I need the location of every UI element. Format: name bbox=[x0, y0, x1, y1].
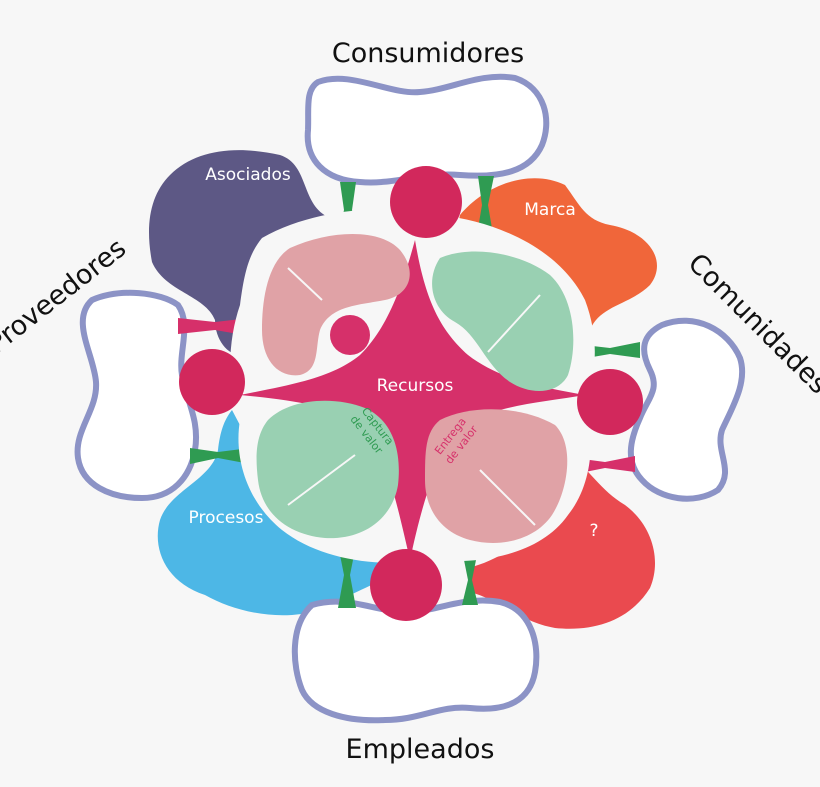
connector-bottom-left bbox=[338, 545, 356, 608]
pink-lobe-bottom-right bbox=[425, 409, 568, 543]
node-bottom[interactable] bbox=[370, 549, 442, 621]
label-recursos: Recursos bbox=[377, 376, 454, 396]
green-lobe-top-right bbox=[432, 251, 574, 392]
label-marca: Marca bbox=[524, 200, 575, 220]
connector-right-bottom bbox=[575, 456, 635, 474]
comunidades-blob bbox=[627, 317, 746, 502]
label-asociados: Asociados bbox=[205, 165, 291, 185]
connector-bottom-right bbox=[462, 550, 478, 605]
lobe-seam-3 bbox=[287, 454, 356, 506]
lobe-seam-2 bbox=[487, 294, 541, 353]
label-question: ? bbox=[589, 521, 598, 541]
recursos-core bbox=[240, 240, 585, 560]
lobe-seam-1 bbox=[287, 267, 323, 301]
label-consumidores: Consumidores bbox=[332, 38, 524, 69]
connector-left-top bbox=[178, 318, 250, 336]
lobe-seam-4 bbox=[479, 469, 536, 526]
question-blob bbox=[468, 455, 656, 629]
proveedores-blob bbox=[74, 289, 200, 502]
green-lobe-bottom-left bbox=[256, 400, 399, 539]
node-top[interactable] bbox=[390, 166, 462, 238]
node-right[interactable] bbox=[577, 369, 643, 435]
label-empleados: Empleados bbox=[346, 734, 495, 765]
node-left[interactable] bbox=[179, 349, 245, 415]
connector-left-bottom bbox=[190, 448, 250, 464]
pink-lobe-top-left bbox=[262, 234, 410, 376]
label-procesos: Procesos bbox=[189, 508, 264, 528]
pink-lobe-small bbox=[330, 315, 370, 355]
consumidores-blob bbox=[304, 73, 550, 186]
